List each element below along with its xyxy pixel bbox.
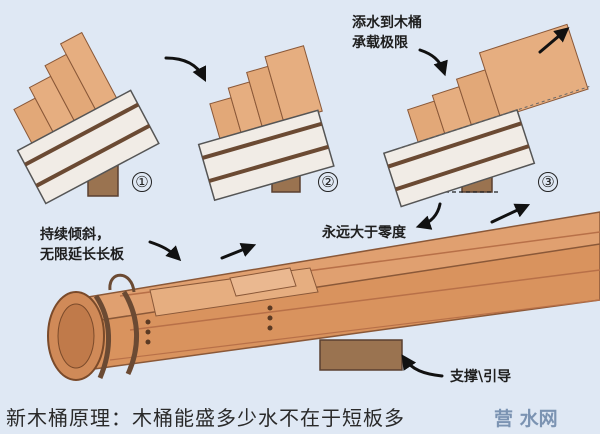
label-support-guide: 支撑\引导 (450, 369, 512, 385)
arrow-1-to-2 (164, 56, 207, 83)
footer-caption: 新木桶原理：木桶能盛多少水不在于短板多 (6, 406, 405, 430)
arrow-support-label (401, 354, 444, 378)
label-fill-to-limit-line1: 添水到木桶 (352, 15, 422, 31)
bucket-stage-2 (197, 45, 335, 202)
label-keep-tilting-line1: 持续倾斜， (40, 227, 110, 243)
arrow-zero-label (415, 202, 442, 230)
step-number-1: ① (132, 172, 152, 192)
bucket-stage-3 (382, 23, 590, 208)
arrow-up-right-mid (490, 203, 531, 224)
arrow-up-right-top (538, 27, 570, 54)
flow-arrows (148, 27, 570, 378)
step-number-2: ② (318, 172, 338, 192)
arrow-top-label (418, 48, 448, 77)
watermark: 营 水网 (494, 408, 558, 430)
label-fill-to-limit-line2: 承载极限 (352, 35, 408, 51)
step-number-3: ③ (538, 172, 558, 192)
bucket-stage-1 (13, 31, 160, 205)
support-block-main (319, 339, 403, 371)
long-plank-bucket (47, 211, 600, 381)
arrow-right-mid (220, 242, 257, 260)
label-keep-tilting-line2: 无限延长长板 (40, 247, 124, 263)
arrow-left-label (148, 240, 182, 262)
label-always-above-zero: 永远大于零度 (322, 225, 406, 241)
